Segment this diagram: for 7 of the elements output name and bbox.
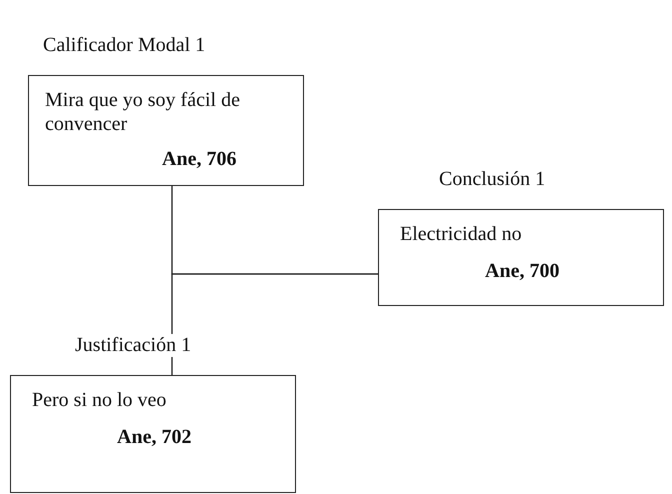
source-citation: Ane, 700: [485, 260, 560, 283]
box-text: Electricidad no: [400, 222, 523, 246]
source-citation: Ane, 706: [162, 148, 236, 171]
source-citation: Ane, 702: [117, 426, 192, 449]
box-text: Pero si no lo veo: [32, 388, 168, 412]
box-text: Mira que yo soy fácil de convencer: [45, 88, 241, 136]
connector-line: [171, 273, 378, 375]
